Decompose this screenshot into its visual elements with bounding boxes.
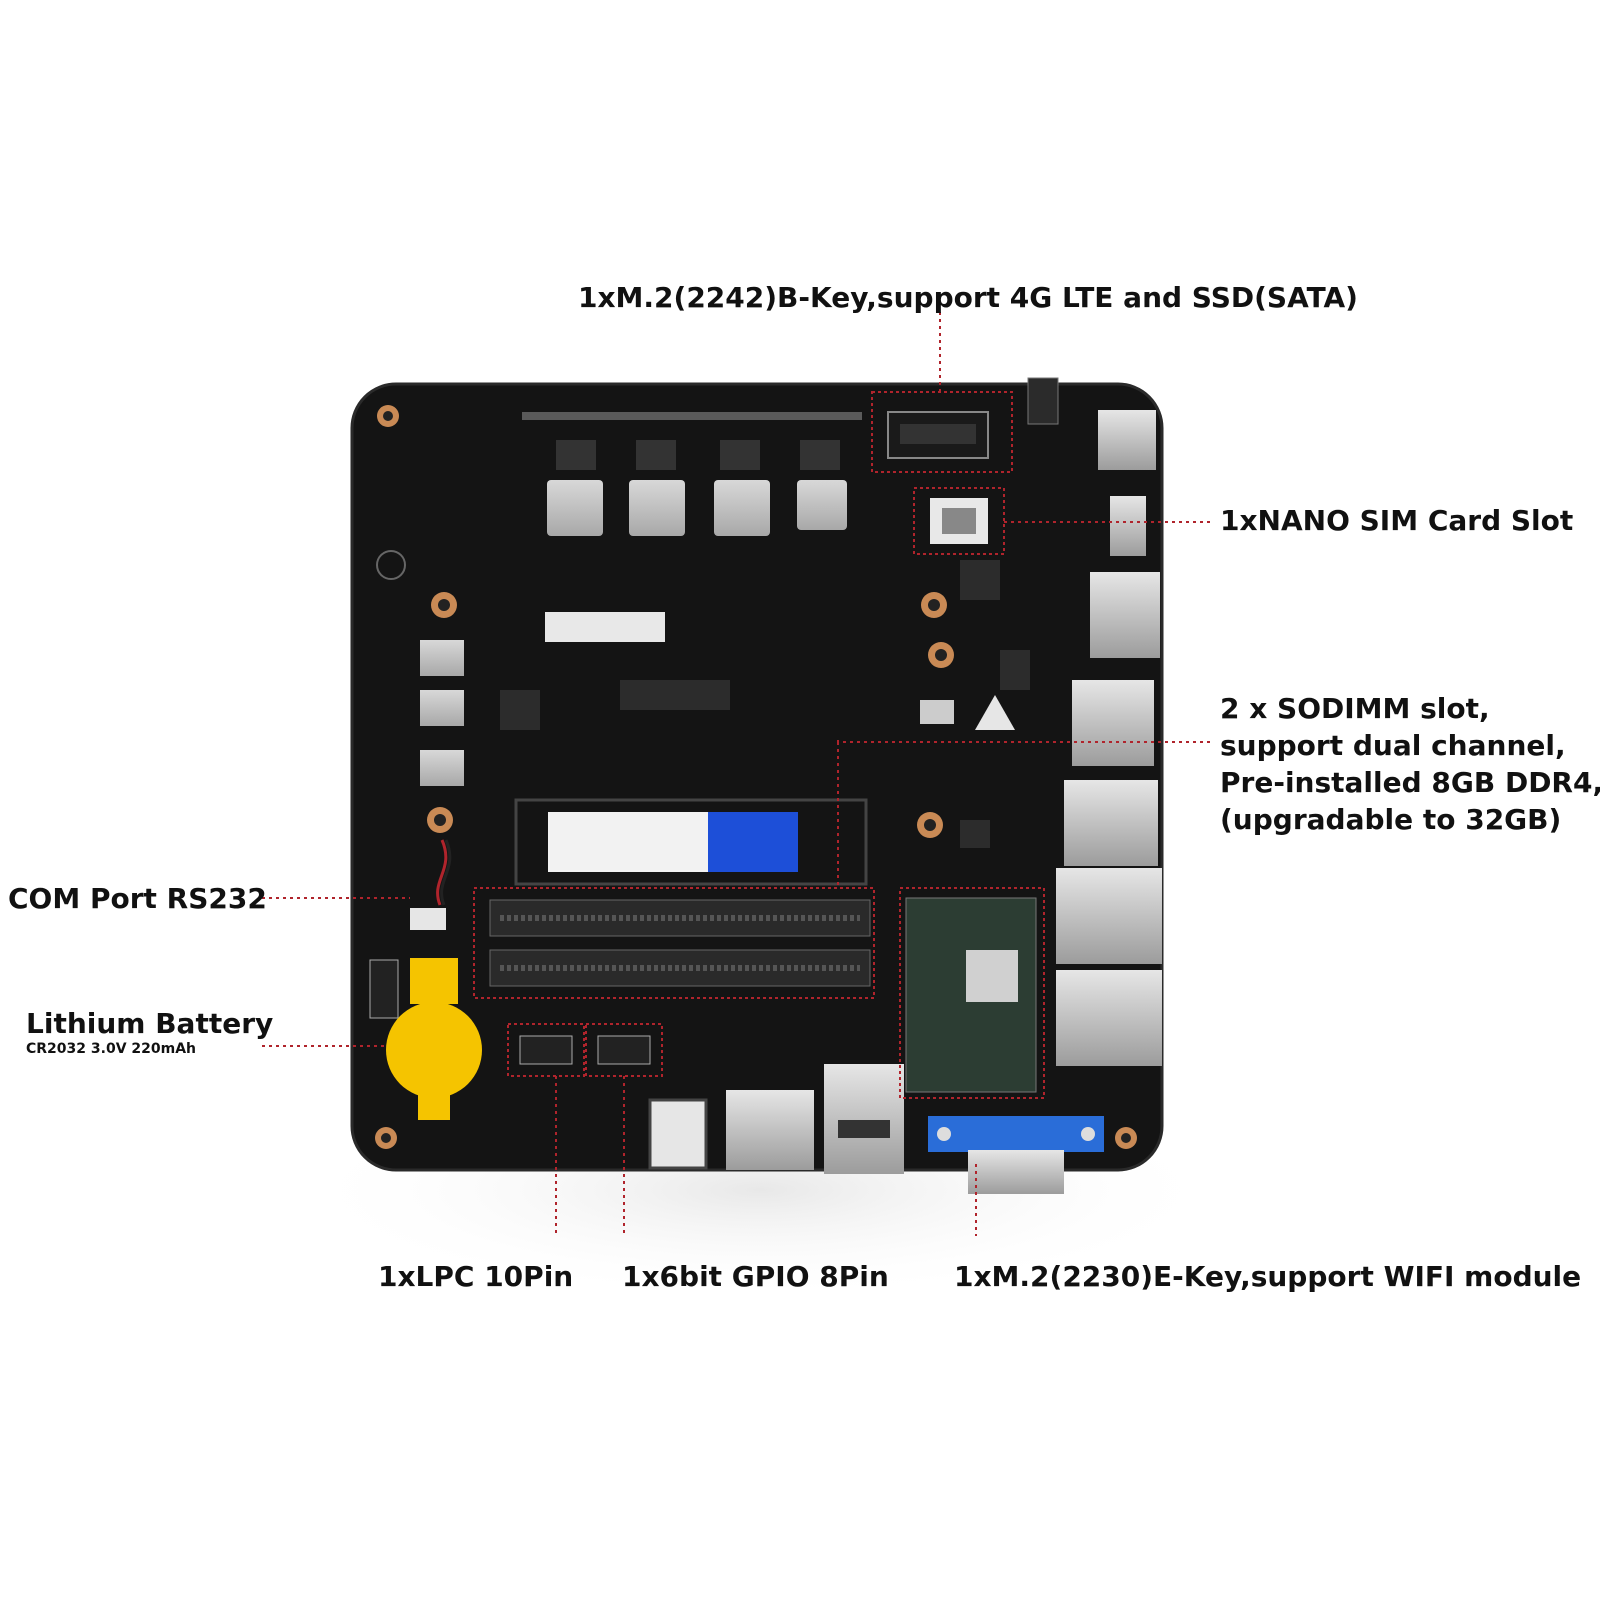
bottom-io-ports [648,1064,904,1174]
vrm-inductors [547,440,847,536]
lithium-battery [386,958,482,1120]
label-sodimm-line-1: 2 x SODIMM slot, [1220,692,1490,725]
lpc-header [507,1023,585,1077]
qr-code [966,950,1018,1002]
label-lpc: 1xLPC 10Pin [378,1260,574,1293]
label-gpio: 1x6bit GPIO 8Pin [622,1260,889,1293]
vga-port [928,1116,1104,1194]
mounting-holes [375,405,1137,1149]
sodimm-highlight [473,887,875,999]
small-components [500,560,1030,848]
sim-slot-inner [942,508,976,534]
m2-bkey-pins [900,424,976,444]
label-m2-ekey: 1xM.2(2230)E-Key,support WIFI module [954,1260,1582,1293]
label-battery-title: Lithium Battery [26,1007,274,1040]
pin-header-left [369,959,399,1019]
edge-connector [522,412,862,420]
label-battery-spec: CR2032 3.0V 220mAh [26,1041,197,1057]
label-sodimm-line-4: (upgradable to 32GB) [1220,803,1562,836]
gpio-header [585,1023,663,1077]
ram-module-outline [514,798,868,886]
leader-lines [262,312,1210,1236]
label-sticker [545,612,665,642]
warning-triangle [975,695,1015,730]
label-m2-bkey: 1xM.2(2242)B-Key,support 4G LTE and SSD(… [578,281,1358,314]
sodimm-slots [489,899,871,987]
label-sodimm: 2 x SODIMM slot, support dual channel, P… [1220,690,1600,838]
left-inductors [376,550,464,786]
ram-label-white [548,812,708,872]
wifi-highlight [899,887,1045,1099]
label-sodimm-line-2: support dual channel, [1220,729,1566,762]
label-battery: Lithium Battery CR2032 3.0V 220mAh [26,1008,273,1058]
label-com-port: COM Port RS232 [8,882,267,915]
ram-label-blue [708,812,798,872]
label-nano-sim: 1xNANO SIM Card Slot [1220,504,1574,537]
m2-bkey-highlight [871,391,1013,473]
right-io-ports [1027,377,1162,1066]
com-port-header [410,839,452,930]
label-sodimm-line-3: Pre-installed 8GB DDR4, [1220,766,1600,799]
